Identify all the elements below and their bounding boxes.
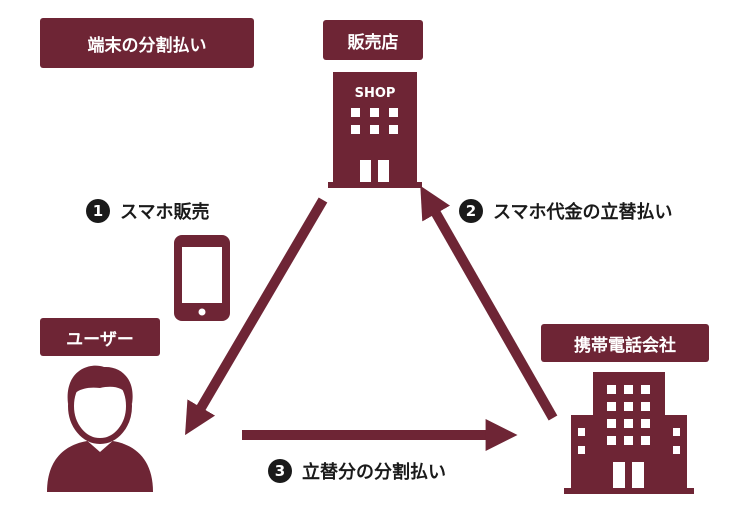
shop-sign-text: SHOP <box>355 86 396 101</box>
office-building-icon <box>564 372 694 494</box>
diagram-title: 端末の分割払い <box>40 18 254 68</box>
step-1: 1 スマホ販売 <box>86 198 209 224</box>
smartphone-icon <box>174 235 230 321</box>
shop-label: 販売店 <box>323 20 423 60</box>
user-label: ユーザー <box>40 318 160 356</box>
step-1-label: スマホ販売 <box>120 202 210 223</box>
person-icon <box>47 365 153 492</box>
step-2: 2 スマホ代金の立替払い <box>459 198 672 224</box>
step-2-label: スマホ代金の立替払い <box>493 202 673 223</box>
step-3-number: 3 <box>268 459 292 483</box>
step-3: 3 立替分の分割払い <box>268 458 446 484</box>
step-1-number: 1 <box>86 199 110 223</box>
step-2-number: 2 <box>459 199 483 223</box>
carrier-label: 携帯電話会社 <box>541 324 709 362</box>
step-3-label: 立替分の分割払い <box>302 462 446 483</box>
shop-building-icon: SHOP <box>328 72 422 188</box>
arrow-carrier-to-shop <box>420 185 558 421</box>
arrow-shop-to-user <box>185 197 328 436</box>
